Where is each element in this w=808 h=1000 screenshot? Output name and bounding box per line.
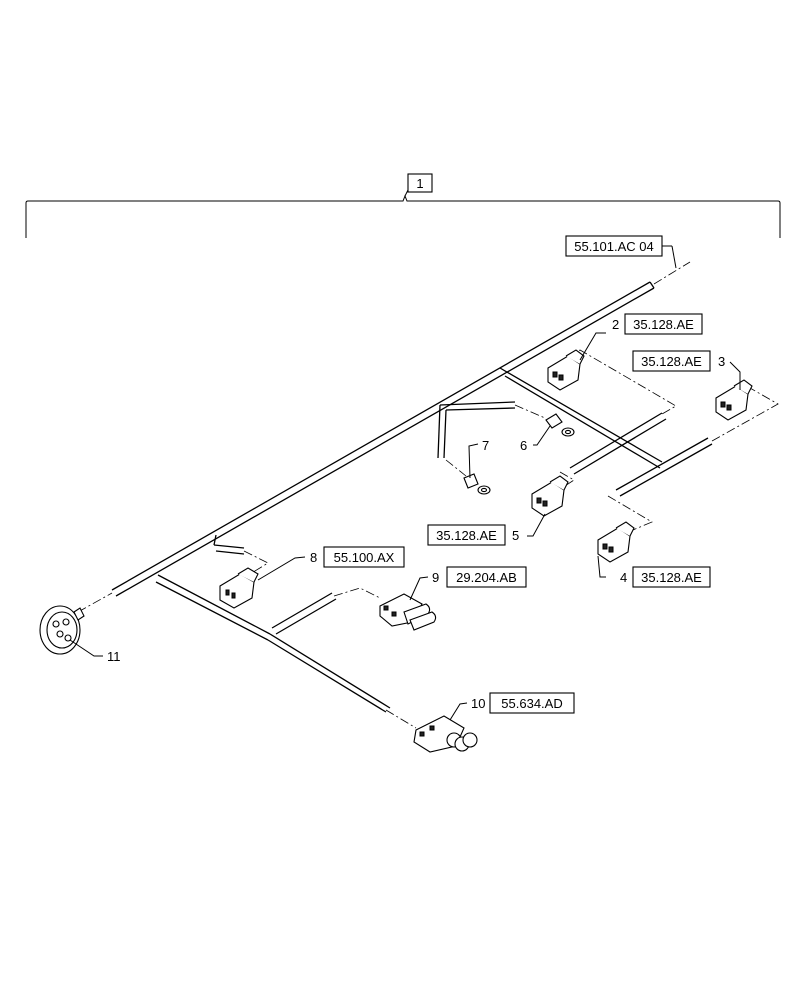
item-number-6: 6 — [520, 438, 527, 453]
callout-item-7[interactable]: 7 — [482, 438, 489, 453]
continuation-ref[interactable]: 55.101.AC 04 — [565, 235, 677, 269]
assembly-item-box[interactable]: 1 — [407, 173, 433, 193]
item-number-8: 8 — [310, 550, 317, 565]
connector-item-5[interactable] — [531, 475, 569, 517]
assembly-bracket — [25, 189, 781, 238]
ref-label-2: 35.128.AE — [633, 317, 694, 332]
connector-item-2[interactable] — [547, 349, 585, 391]
callout-item-9[interactable]: 9 29.204.AB — [432, 566, 527, 588]
round-connector-item-11[interactable] — [39, 605, 85, 655]
ref-label-4: 35.128.AE — [641, 570, 702, 585]
callout-item-6[interactable]: 6 — [520, 438, 527, 453]
connector-item-3[interactable] — [715, 379, 753, 421]
ring-terminal-item-7[interactable] — [463, 473, 491, 495]
assembly-item-number: 1 — [416, 176, 423, 191]
callout-item-10[interactable]: 10 55.634.AD — [471, 692, 575, 714]
item-number-2: 2 — [612, 317, 619, 332]
connector-item-4[interactable] — [597, 521, 635, 563]
connector-item-9[interactable] — [379, 593, 437, 631]
ref-label-10: 55.634.AD — [501, 696, 562, 711]
callout-item-11[interactable]: 11 — [107, 649, 121, 664]
item-number-9: 9 — [432, 570, 439, 585]
connector-item-10[interactable] — [413, 715, 478, 753]
continuation-ref-label: 55.101.AC 04 — [574, 239, 654, 254]
ref-label-9: 29.204.AB — [456, 570, 517, 585]
item-number-7: 7 — [482, 438, 489, 453]
ref-label-3: 35.128.AE — [641, 354, 702, 369]
callout-item-8[interactable]: 8 55.100.AX — [310, 546, 405, 568]
item-number-4: 4 — [620, 570, 627, 585]
callout-item-3[interactable]: 35.128.AE 3 — [632, 350, 725, 372]
callout-item-4[interactable]: 4 35.128.AE — [620, 566, 711, 588]
connection-lines — [77, 261, 779, 729]
leader-lines — [69, 332, 741, 721]
ref-label-8: 55.100.AX — [334, 550, 395, 565]
callout-item-2[interactable]: 2 35.128.AE — [612, 313, 703, 335]
callout-item-5[interactable]: 35.128.AE 5 — [427, 524, 519, 546]
item-number-5: 5 — [512, 528, 519, 543]
connector-item-8[interactable] — [219, 567, 259, 609]
ref-label-5: 35.128.AE — [436, 528, 497, 543]
item-number-10: 10 — [471, 696, 485, 711]
item-number-11: 11 — [107, 649, 121, 664]
harness-wires — [111, 281, 713, 713]
item-number-3: 3 — [718, 354, 725, 369]
ring-terminal-item-6[interactable] — [545, 413, 575, 437]
